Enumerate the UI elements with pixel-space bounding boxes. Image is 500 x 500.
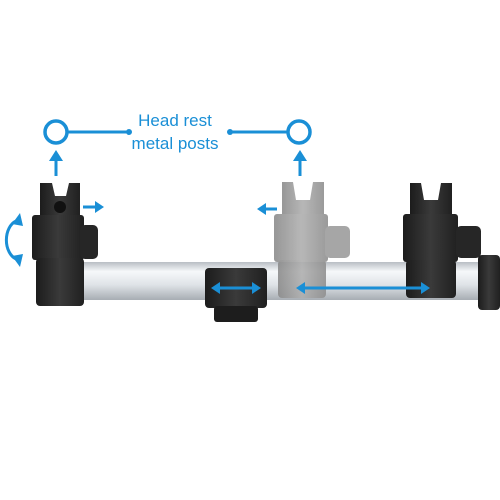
- double-arrow-icon: [211, 282, 261, 294]
- sliding-clip: [205, 268, 267, 322]
- post-marker-right: [227, 119, 312, 145]
- up-arrow-icon: [49, 150, 63, 176]
- rod-end-right: [478, 255, 500, 310]
- left-arrow-icon: [257, 203, 277, 215]
- post-marker-circle-icon: [43, 119, 69, 145]
- caption-line-1: Head rest: [138, 111, 212, 130]
- ghost-bracket: [274, 182, 350, 298]
- left-bracket: [32, 183, 98, 306]
- caption-line-2: metal posts: [131, 134, 219, 153]
- right-arrow-icon: [83, 201, 104, 213]
- right-bracket: [403, 183, 481, 298]
- rotate-arrow-icon: [4, 213, 23, 267]
- post-marker-circle-icon: [286, 119, 312, 145]
- up-arrow-icon: [293, 150, 307, 176]
- double-arrow-icon: [296, 282, 430, 294]
- post-marker-left: [43, 119, 132, 145]
